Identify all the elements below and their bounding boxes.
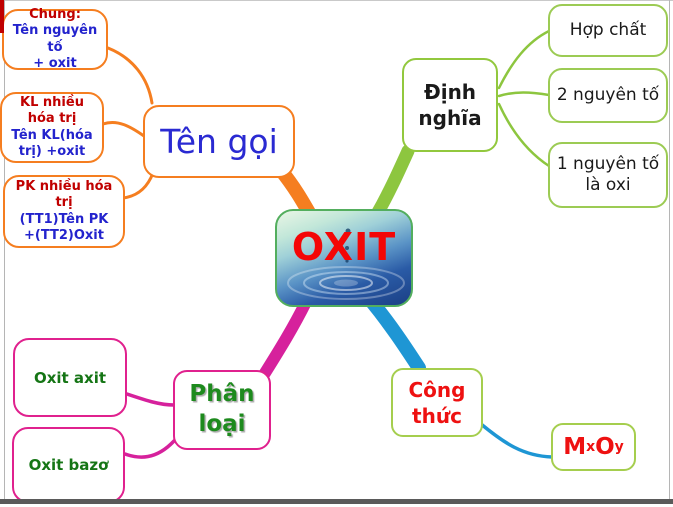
connector-kl [101,121,146,138]
center-label: OXIT [291,225,397,269]
node-pk-line1: (TT1)Tên PK [19,211,109,227]
node-oxit-axit-label: Oxit axit [33,368,107,387]
formula-base2: O [595,434,615,460]
connector-mxoy [479,422,554,459]
node-2-nguyen-to[interactable]: 2 nguyên tố [548,68,668,123]
connector-2-nguyen-to [497,91,551,98]
node-kl-title: KL nhiều hóa trị [20,95,84,127]
node-pk-nhieu-hoa-tri[interactable]: PK nhiều hóa trị (TT1)Tên PK +(TT2)Oxit [3,175,125,248]
connector-oxit-bazo [123,439,176,459]
node-chung-title: Chung: [29,7,81,22]
connector-1-nguyen-to [497,102,551,168]
node-chung-line2: + oxit [33,55,77,71]
formula-sub2: y [614,439,624,455]
node-chung[interactable]: Chung: Tên nguyên tố + oxit [2,7,108,71]
node-ten-goi-label: Tên gọi [160,122,278,161]
node-oxit-bazo-label: Oxit bazơ [28,456,109,474]
slide-border-right [669,0,670,500]
node-oxit-bazo[interactable]: Oxit bazơ [12,427,125,503]
node-1-nguyen-to-label: 1 nguyên tố là oxi [556,153,660,195]
node-phan-loai[interactable]: Phân loại [173,370,271,450]
node-phan-loai-label: Phân loại [189,381,255,437]
branch-dinh-nghia [370,144,415,221]
node-pk-title: PK nhiều hóa trị [15,179,113,211]
slide-border-top [0,0,673,1]
node-ten-goi[interactable]: Tên gọi [143,105,295,178]
node-chung-line1: Tên nguyên tố [12,23,98,55]
node-hop-chat-label: Hợp chất [569,19,647,40]
slide-border-bottom [0,499,673,504]
node-dinh-nghia[interactable]: Định nghĩa [402,58,498,152]
node-1-nguyen-to-la-oxi[interactable]: 1 nguyên tố là oxi [548,142,668,208]
node-dinh-nghia-label: Định nghĩa [418,80,482,130]
connector-oxit-axit [125,392,176,407]
node-pk-line2: +(TT2)Oxit [24,227,104,243]
connector-pk [121,171,155,200]
branch-phan-loai [259,296,312,379]
node-oxit-axit[interactable]: Oxit axit [13,338,127,417]
node-kl-line1: Tên KL(hóa trị) +oxit [11,127,93,159]
node-cong-thuc[interactable]: Công thức [391,368,483,437]
node-cong-thuc-label: Công thức [408,377,466,428]
formula-base1: M [563,434,587,460]
node-hop-chat[interactable]: Hợp chất [548,4,668,57]
node-kl-nhieu-hoa-tri[interactable]: KL nhiều hóa trị Tên KL(hóa trị) +oxit [0,92,104,163]
node-2-nguyen-to-label: 2 nguyên tố [556,84,660,105]
formula-sub1: x [586,439,596,455]
center-node-oxit[interactable]: OXIT [275,209,413,307]
corner-red-mark [0,0,4,33]
water-drop-image [287,228,405,300]
connector-chung [106,46,154,105]
slide-border-left [4,0,5,500]
branch-cong-thuc [365,295,426,375]
connector-hop-chat [497,29,551,90]
